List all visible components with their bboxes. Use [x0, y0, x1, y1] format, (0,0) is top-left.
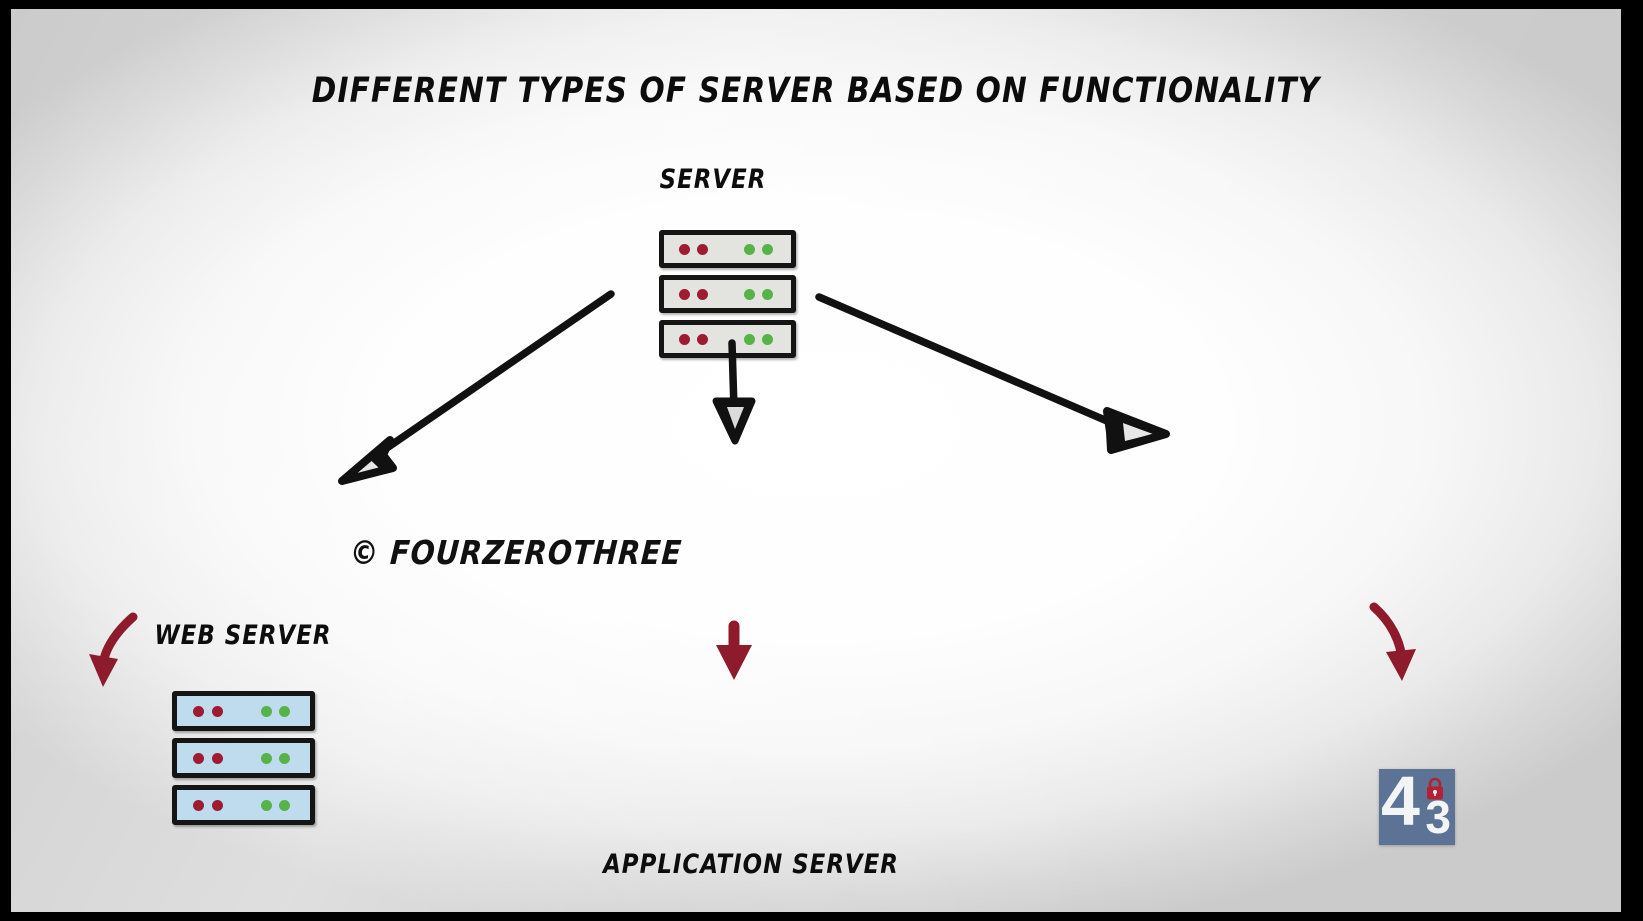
status-dot-green: [761, 243, 773, 255]
rack-unit: [659, 275, 796, 313]
page-title: DIFFERENT TYPES OF SERVER BASED ON FUNCT…: [311, 71, 1321, 111]
rack-unit: [172, 691, 315, 731]
status-dot-red: [697, 243, 709, 255]
status-dot-red: [679, 333, 691, 345]
status-dot-green: [260, 799, 272, 811]
status-dot-red: [211, 705, 223, 717]
status-dot-green: [744, 243, 755, 255]
status-dot-red: [192, 705, 204, 717]
status-dot-green: [260, 705, 272, 717]
server-label: SERVER: [659, 164, 767, 195]
logo-digit-4: 4: [1381, 762, 1420, 840]
web-server-rack: [172, 691, 1621, 825]
status-dot-red: [192, 799, 204, 811]
whiteboard-canvas: DIFFERENT TYPES OF SERVER BASED ON FUNCT…: [11, 9, 1621, 912]
status-dot-red: [697, 333, 709, 345]
status-dot-green: [279, 799, 291, 811]
status-dot-green: [744, 288, 755, 300]
status-dot-green: [279, 705, 291, 717]
status-dot-green: [260, 752, 272, 764]
status-dot-red: [697, 288, 709, 300]
status-dot-green: [744, 333, 755, 345]
status-dot-red: [211, 752, 223, 764]
rack-unit: [172, 785, 315, 825]
rack-unit: [172, 738, 315, 778]
logo-digit-3: 3: [1425, 791, 1451, 843]
database-server-to-caption-arrow: [1369, 602, 1416, 681]
status-dot-red: [679, 288, 691, 300]
watermark: © FOURZEROTHREE: [348, 533, 684, 572]
rack-unit: [659, 320, 796, 358]
application-server-to-caption-arrow: [716, 620, 752, 680]
web-server-label: WEB SERVER: [154, 620, 332, 651]
status-dot-red: [192, 752, 204, 764]
rack-unit: [659, 230, 796, 268]
status-dot-green: [761, 333, 773, 345]
status-dot-red: [211, 799, 223, 811]
brand-logo: 4 3: [1379, 763, 1455, 845]
padlock-icon: [1427, 777, 1443, 800]
server-to-web-server-arrow: [338, 290, 615, 485]
status-dot-green: [279, 752, 291, 764]
status-dot-red: [679, 243, 691, 255]
application-server-label: APPLICATION SERVER: [603, 849, 899, 880]
status-dot-green: [761, 288, 773, 300]
server-rack: [659, 230, 1621, 358]
